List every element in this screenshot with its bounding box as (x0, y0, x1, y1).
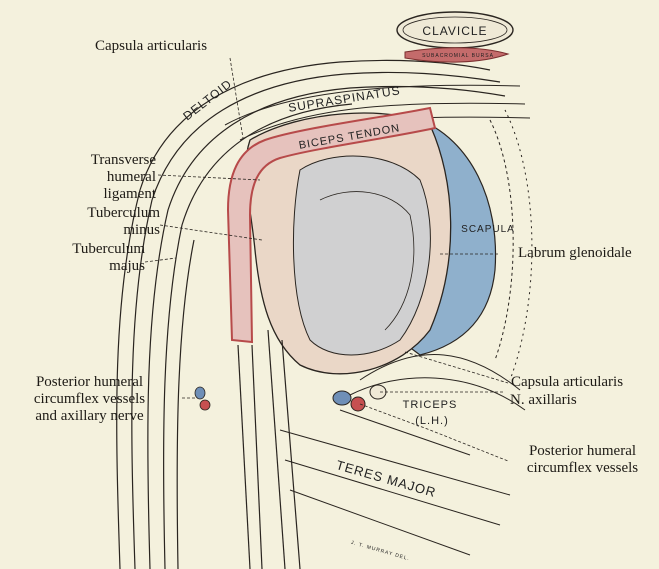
tuberculum-majus-label: Tuberculum majus (10, 241, 145, 275)
clavicle-label: CLAVICLE (422, 24, 487, 38)
teres-label: TERES MAJOR (334, 457, 438, 500)
subacromial-label: SUBACROMIAL BURSA (422, 53, 494, 59)
capsula-articularis-right-label: Capsula articularis (511, 374, 623, 391)
scapula-label: SCAPULA (461, 224, 515, 235)
triceps-sub-label: (L.H.) (415, 415, 449, 427)
posterior-humeral-left-label: Posterior humeral circumflex vessels and… (2, 374, 177, 425)
posterior-humeral-right-label: Posterior humeral circumflex vessels (510, 443, 655, 477)
posterior-circumflex-vessels-left (195, 387, 210, 410)
humerus-shaft (238, 330, 300, 569)
signature: J. T. MURRAY DEL. (350, 540, 410, 563)
labrum-glenoidale-label: Labrum glenoidale (518, 245, 632, 262)
transverse-humeral-ligament-label: Transverse humeral ligament (10, 152, 156, 203)
teres-major-muscle (280, 430, 510, 555)
triceps-label: TRICEPS (403, 399, 458, 411)
n-axillaris-label: N. axillaris (510, 392, 577, 409)
deltoid-label: DELTOID (180, 77, 234, 124)
capsula-articularis-top-label: Capsula articularis (95, 38, 207, 55)
axillary-vessels (333, 385, 386, 411)
tuberculum-minus-label: Tuberculum minus (10, 205, 160, 239)
